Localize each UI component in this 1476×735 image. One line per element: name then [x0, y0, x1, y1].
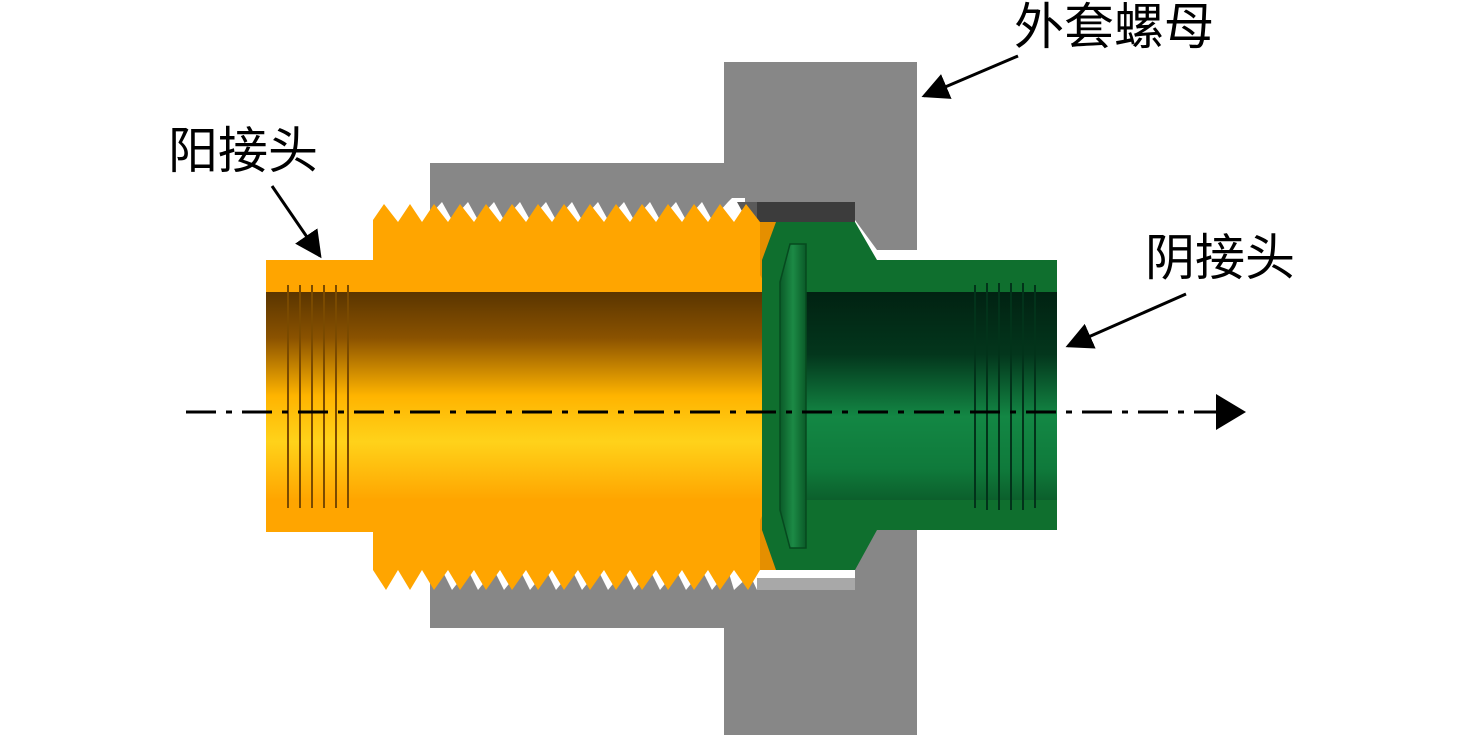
male-connector-bore	[266, 292, 776, 500]
male-connector-grooves	[287, 285, 349, 508]
male-connector-leader-arrow	[270, 185, 322, 259]
female-connector-label: 阴接头	[1145, 229, 1295, 287]
outer-nut-body	[430, 62, 917, 250]
outer-nut-leader-arrow	[921, 54, 1019, 99]
female-connector	[762, 222, 1057, 570]
outer-nut-lower-shadow	[757, 578, 855, 590]
female-connector-bore	[790, 292, 1057, 500]
center-axis-arrow-icon	[1216, 394, 1246, 430]
female-connector-grooves	[974, 283, 1036, 510]
outer-nut-flange	[724, 600, 917, 735]
outer-nut-label: 外套螺母	[1014, 0, 1214, 56]
center-axis	[186, 394, 1246, 430]
female-connector-leader-arrow	[1065, 292, 1187, 349]
outer-nut	[430, 62, 917, 735]
male-connector	[266, 204, 776, 590]
male-connector-label: 阳接头	[168, 122, 318, 180]
outer-nut-inner-shadow	[757, 202, 855, 222]
female-connector-seat	[779, 243, 807, 549]
